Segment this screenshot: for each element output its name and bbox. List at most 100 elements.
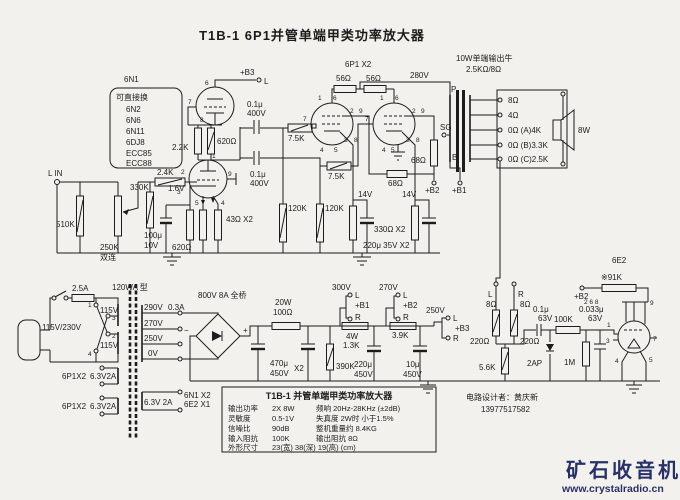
pin: 3 [112, 315, 116, 322]
pin: 5 [334, 147, 338, 154]
output-transformer [441, 89, 575, 282]
tap-terminal-box [496, 89, 568, 169]
r39-label: 3.9K [392, 331, 409, 340]
ot-core [456, 90, 459, 172]
pin: 2 6 8 [584, 299, 599, 306]
t300-l: L [355, 291, 360, 300]
spec-cell: 23(宽) 38(深) 19(高) (cm) [272, 442, 356, 452]
credits: 电路设计者：黄庆新 13977517582 [466, 392, 538, 414]
input-jack [54, 179, 60, 185]
resistor-390k [326, 343, 334, 371]
ot-b-label: B [452, 153, 457, 162]
resistor-220-1 [492, 309, 500, 337]
designer-credit: 电路设计者：黄庆新 [466, 392, 538, 402]
replace-title: 可直接换 [116, 92, 148, 102]
replacement-item: ECC88 [126, 159, 152, 168]
in-l-ohm: 8Ω [486, 300, 496, 309]
preamp-wires [54, 77, 440, 254]
replacement-item: 6N6 [126, 116, 141, 125]
in-r-label: R [518, 290, 524, 299]
c2v-label: 400V [250, 179, 269, 188]
r510k-label: 510K [56, 220, 75, 229]
resistor-220-2 [510, 309, 518, 337]
pin: 4 [221, 200, 225, 207]
t300-r: R [355, 313, 361, 322]
pt-type-label: 120WA 型 [112, 283, 148, 292]
t300-b1: +B1 [355, 301, 370, 310]
cap-coupling-1 [253, 120, 260, 134]
pin: 7 [188, 99, 192, 106]
spec-cell: 0.5-1V [272, 414, 294, 423]
pin-labels: 6 7 8 1 2 9 3 5 4 1 6 7 2 9 3 8 4 5 1 6 … [88, 80, 657, 365]
resistor-330-1 [349, 205, 357, 241]
pin: 5 [195, 200, 199, 207]
in-r-ohm: 8Ω [520, 300, 530, 309]
replacement-item: ECC85 [126, 149, 152, 158]
replacement-box [109, 87, 183, 169]
r220-2-label: 220Ω [520, 337, 539, 346]
speaker-label: 8W [578, 126, 590, 135]
psu-labels: 120WA 型 2.5A 115V/230V 115V 115V 290V 0.… [42, 283, 470, 411]
cap-coupling-2 [253, 151, 260, 165]
p115-1-label: 115V [100, 306, 119, 315]
spec-cell: 外形尺寸 [228, 442, 258, 452]
ot-p-label: P [451, 85, 456, 94]
pin: 4 [382, 147, 386, 154]
pin: 8 [416, 137, 420, 144]
tube-6n1-triode-1 [195, 86, 235, 126]
r7k5-1-label: 7.5K [288, 134, 305, 143]
pt-core [128, 284, 138, 440]
b3-l-label: L [264, 77, 269, 86]
tap-4ohm: 4Ω [508, 111, 518, 120]
v270-label: 270V [379, 283, 398, 292]
bias-label: 1.6V [168, 184, 185, 193]
pin: 4 [88, 351, 92, 358]
c033b-label: 63V [588, 314, 603, 323]
r330k-label: 330K [130, 183, 149, 192]
pot-wiper-arrow [123, 209, 129, 215]
r330-label: 330Ω X2 [374, 225, 406, 234]
ground-symbols-top [163, 151, 405, 266]
f3-label: 6.3V 2A [144, 398, 173, 407]
pin: 2 [181, 169, 185, 176]
c470b-label: 450V [270, 369, 289, 378]
spec-cell: 100K [272, 434, 290, 443]
c1v-label: 400V [247, 109, 266, 118]
tap-0a: 0Ω (A)4K [508, 126, 542, 135]
spec-cell: 90dB [272, 424, 290, 433]
r100k-label: 100K [554, 315, 573, 324]
resistor-3k9 [389, 322, 417, 330]
pin: 2 [412, 108, 416, 115]
r620-2-label: 620Ω [172, 243, 191, 252]
pin: 3 [406, 137, 410, 144]
potentiometer-250k [114, 195, 122, 237]
s270-label: 270V [144, 319, 163, 328]
plus-label: + [243, 326, 248, 335]
ot-title-2: 2.5KΩ/8Ω [466, 65, 501, 74]
speaker-magnet [552, 119, 562, 141]
r100b-label: 100Ω [273, 308, 292, 317]
pin: 7 [303, 116, 307, 123]
r13a-label: 4W [346, 332, 358, 341]
c100u-v-label: 10V [144, 241, 159, 250]
resistor-43-2 [214, 209, 222, 241]
c033a-label: 0.033μ [579, 305, 604, 314]
indicator-wires [492, 281, 657, 394]
resistor-68-v [430, 139, 438, 167]
pin: 7 [365, 116, 369, 123]
resistor-2k2 [194, 127, 202, 155]
pin: 9 [650, 300, 654, 307]
resistor-43-1 [199, 209, 207, 241]
spec-title: T1B-1 并管单端甲类功率放大器 [266, 390, 394, 401]
pin: 3 [177, 189, 181, 196]
r390k-label: 390K [336, 362, 355, 371]
resistor-1m [582, 341, 590, 367]
r68-v-label: 68Ω [411, 156, 426, 165]
pin: 1 [607, 322, 611, 329]
cap-0033u [594, 343, 606, 350]
spec-cell: 输出阻抗 8Ω [316, 433, 358, 443]
power-stage-components [253, 85, 438, 243]
s03a-label: 0.3A [168, 303, 185, 312]
resistor-100k [555, 326, 581, 334]
